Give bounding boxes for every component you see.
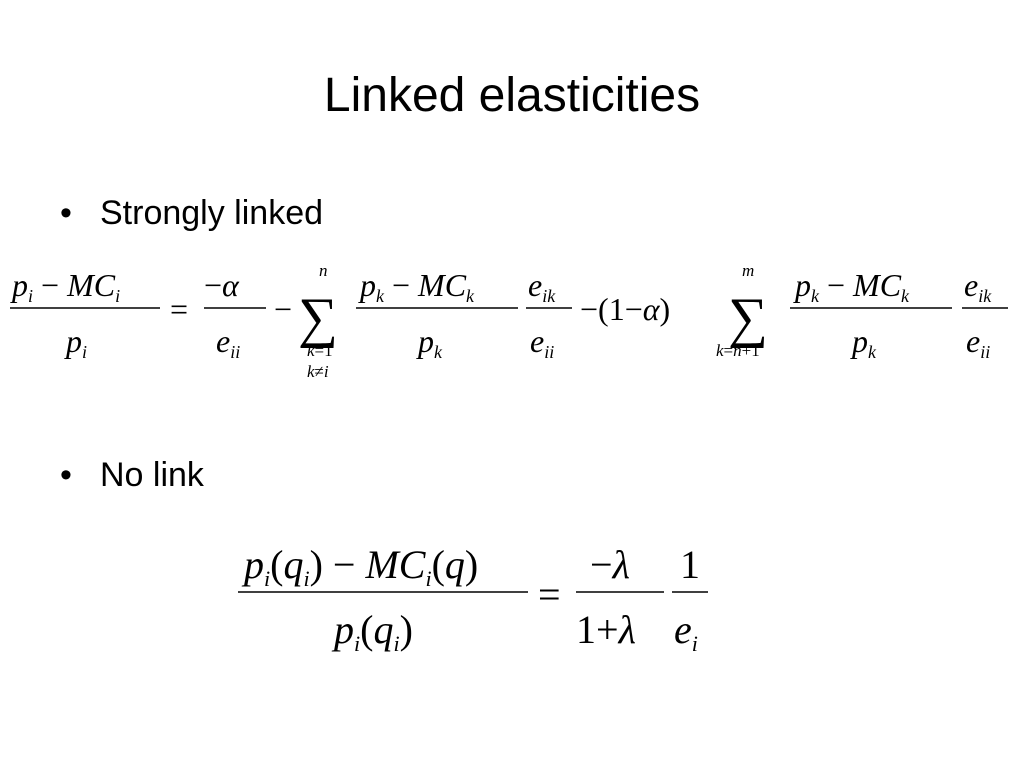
svg-text:−λ: −λ (590, 542, 630, 587)
svg-text:=: = (538, 572, 561, 617)
svg-text:ei: ei (674, 607, 698, 656)
svg-text:k=n+1: k=n+1 (716, 341, 760, 360)
bullet-no-link: • No link (60, 455, 204, 495)
slide-title: Linked elasticities (323, 69, 701, 122)
svg-text:eik: eik (964, 267, 992, 306)
svg-text:eik: eik (528, 267, 556, 306)
svg-text:m: m (742, 261, 754, 280)
svg-text:k=1: k=1 (307, 341, 333, 360)
svg-text:∑: ∑ (298, 287, 338, 349)
svg-text:−(1−α): −(1−α) (580, 291, 670, 327)
svg-text:pi: pi (64, 323, 87, 362)
svg-text:eii: eii (530, 323, 554, 362)
bullet-strongly-linked: • Strongly linked (60, 193, 323, 233)
svg-text:pi(qi) − MCi(q): pi(qi) − MCi(q) (241, 542, 478, 591)
svg-text:k≠i: k≠i (307, 362, 329, 381)
svg-text:pi − MCi: pi − MCi (10, 267, 120, 306)
svg-text:1+λ: 1+λ (576, 607, 636, 652)
svg-text:∑: ∑ (728, 287, 768, 349)
bullet-label: Strongly linked (100, 194, 324, 232)
svg-text:1: 1 (680, 542, 700, 587)
svg-text:−: − (274, 291, 292, 327)
svg-text:pi(qi): pi(qi) (331, 607, 413, 656)
bullet-dot: • (60, 456, 72, 494)
svg-text:eii: eii (966, 323, 990, 362)
svg-text:pk: pk (416, 323, 443, 362)
svg-text:pk: pk (850, 323, 877, 362)
svg-text:=: = (170, 291, 188, 327)
svg-text:eii: eii (216, 323, 240, 362)
bullet-dot: • (60, 194, 72, 232)
svg-text:n: n (319, 261, 328, 280)
svg-text:−α: −α (204, 267, 240, 303)
bullet-label: No link (100, 456, 204, 494)
svg-text:pk − MCk: pk − MCk (793, 267, 910, 306)
svg-text:pk − MCk: pk − MCk (358, 267, 475, 306)
